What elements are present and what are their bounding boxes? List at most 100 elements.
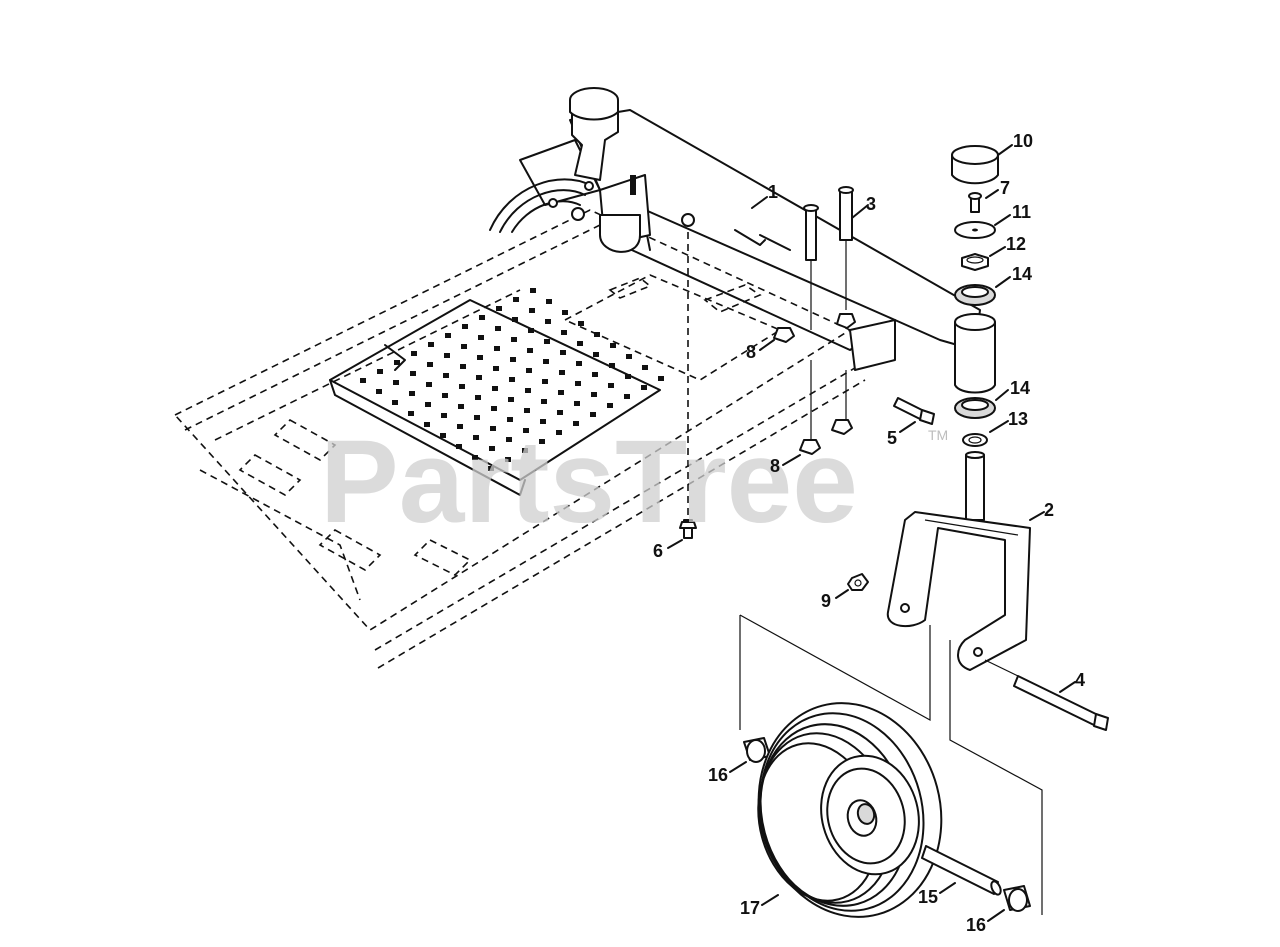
footplate-hole: [524, 408, 530, 413]
upper-bearing: [954, 284, 996, 306]
footplate-hole: [394, 360, 400, 365]
footplate-hole: [543, 359, 549, 364]
footplate-hole: [490, 426, 496, 431]
watermark-text: PartsTree: [320, 416, 858, 548]
callout-4: 4: [1075, 670, 1085, 690]
callout-16-right: 16: [966, 915, 986, 935]
callout-14-lower: 14: [1010, 378, 1030, 398]
callout-6: 6: [653, 541, 663, 561]
footplate-hole: [539, 439, 545, 444]
footplate-hole: [578, 321, 584, 326]
pivot-bolt: [679, 213, 697, 539]
callout-15: 15: [918, 887, 938, 907]
footplate-hole: [494, 346, 500, 351]
footplate-hole: [610, 343, 616, 348]
footplate-hole: [411, 351, 417, 356]
footplate-hole: [511, 337, 517, 342]
lock-nut: [961, 253, 989, 271]
callout-1: 1: [768, 182, 778, 202]
footplate-hole: [608, 383, 614, 388]
footplate-hole: [559, 370, 565, 375]
footplate-hole: [658, 376, 664, 381]
footplate-hole: [478, 335, 484, 340]
footplate-hole: [590, 412, 596, 417]
callout-11: 11: [1012, 202, 1031, 222]
footplate-hole: [476, 375, 482, 380]
footplate-hole: [530, 288, 536, 293]
footplate-hole: [392, 400, 398, 405]
footplate-hole: [458, 404, 464, 409]
footplate-hole: [441, 413, 447, 418]
front-axle-beam: [519, 109, 981, 371]
footplate-hole: [540, 419, 546, 424]
caster-fork: [886, 451, 1031, 671]
footplate-hole: [377, 369, 383, 374]
footplate-hole: [609, 363, 615, 368]
footplate-hole: [510, 357, 516, 362]
callout-3: 3: [866, 194, 876, 214]
lower-bearing: [954, 397, 996, 419]
footplate-hole: [642, 365, 648, 370]
footplate-hole: [577, 341, 583, 346]
footplate-hole: [427, 362, 433, 367]
footplate-hole: [489, 446, 495, 451]
footplate-hole: [428, 342, 434, 347]
footplate-hole: [360, 378, 366, 383]
footplate-hole: [574, 401, 580, 406]
callout-8-upper: 8: [746, 342, 756, 362]
fork-nut: [847, 573, 869, 591]
callout-14-upper: 14: [1012, 264, 1032, 284]
watermark-trademark: TM: [928, 427, 948, 443]
callout-5: 5: [887, 428, 897, 448]
footplate-hole: [477, 355, 483, 360]
flat-washer: [954, 221, 996, 239]
footplate-hole: [444, 353, 450, 358]
footplate-hole: [408, 411, 414, 416]
callout-10: 10: [1013, 131, 1033, 151]
left-pivot-bumper: [569, 87, 641, 253]
footplate-hole: [488, 466, 494, 471]
callout-2: 2: [1044, 500, 1054, 520]
footplate-hole: [556, 430, 562, 435]
footplate-hole: [426, 382, 432, 387]
footplate-hole: [525, 388, 531, 393]
footplate-hole: [626, 354, 632, 359]
footplate-hole: [529, 308, 535, 313]
footplate-hole: [445, 333, 451, 338]
footplate-hole: [506, 437, 512, 442]
footplate-hole: [457, 424, 463, 429]
explode-lines: [739, 614, 1043, 915]
flange-nuts: [773, 313, 856, 455]
footplate-hole: [461, 344, 467, 349]
footplate-hole: [456, 444, 462, 449]
footplate-hole: [523, 428, 529, 433]
footplate-hole: [513, 297, 519, 302]
footplate-hole: [505, 457, 511, 462]
footplate-hole: [544, 339, 550, 344]
cap-screw: [968, 192, 982, 213]
footplate-hole: [475, 395, 481, 400]
wheel-bushing-right: [1003, 885, 1031, 912]
callout-17: 17: [740, 898, 760, 918]
carriage-bolts: [803, 186, 854, 330]
footplate-hole: [443, 373, 449, 378]
caster-pivot-tube: [954, 313, 996, 394]
wheel-bushing-left: [743, 737, 771, 763]
footplate-hole: [593, 352, 599, 357]
callout-7: 7: [1000, 178, 1010, 198]
footplate-hole: [410, 371, 416, 376]
hex-bolt: [893, 397, 935, 425]
callout-8-lower: 8: [770, 456, 780, 476]
footplate-hole: [409, 391, 415, 396]
footplate-hole: [528, 328, 534, 333]
callout-leaders: [667, 144, 1076, 922]
footplate-hole: [573, 421, 579, 426]
caster-wheel: [757, 702, 943, 918]
callout-9: 9: [821, 591, 831, 611]
footplate-hole: [562, 310, 568, 315]
footplate-hole: [558, 390, 564, 395]
footplate-hole: [522, 448, 528, 453]
footplate-holes: [360, 288, 664, 471]
footplate-hole: [442, 393, 448, 398]
footplate-hole: [472, 455, 478, 460]
